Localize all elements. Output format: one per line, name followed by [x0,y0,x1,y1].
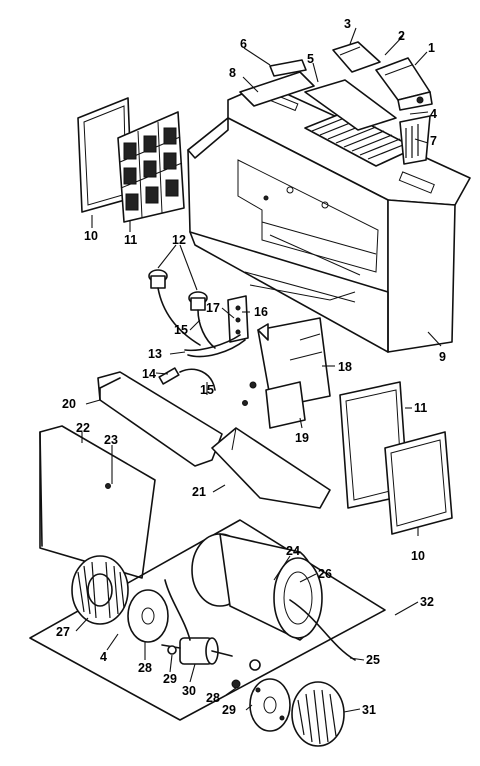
callout-20: 20 [62,397,76,411]
callout-18: 18 [338,360,352,374]
callout-16: 16 [254,305,268,319]
callout-29-left: 29 [163,672,177,686]
leader-lines [75,27,442,713]
blower-assembly-outline-32 [29,519,386,721]
callout-10-right: 10 [411,549,425,563]
callout-6: 6 [240,37,247,51]
motor-plate-part-29 [249,678,291,732]
filter-grille-part-11-left [117,111,185,223]
callout-30: 30 [182,684,196,698]
callout-29-right: 29 [222,703,236,717]
callout-4-top: 4 [430,107,437,121]
switch-plate-part-16 [227,295,249,343]
callout-25: 25 [366,653,380,667]
wiring-harness-part-13 [184,334,246,358]
callout-8: 8 [229,66,236,80]
callout-19: 19 [295,431,309,445]
blower-wheel-part-27 [71,555,129,625]
callout-24: 24 [286,544,300,558]
callout-22: 22 [76,421,90,435]
cord-part-25 [289,599,356,661]
callout-5: 5 [307,52,314,66]
washer-part-29 [167,645,177,655]
front-panel-part-22 [39,425,156,579]
filter-frame-part-10-right [384,431,453,535]
screw-parts [242,381,257,406]
motor-part-30 [161,579,233,665]
callout-21: 21 [192,485,206,499]
callout-32: 32 [420,595,434,609]
callout-9: 9 [439,350,446,364]
filter-strip-parts-5-6 [239,59,397,131]
callout-7: 7 [430,134,437,148]
callout-labels: 1 2 3 4 5 6 7 8 9 10 11 12 13 14 15 15 1… [56,17,446,717]
callout-15-upper: 15 [174,323,188,337]
lamp-part-14 [158,367,216,391]
callout-28-right: 28 [206,691,220,705]
callout-11-right: 11 [414,401,427,415]
blower-housing-part-26 [191,533,323,641]
callout-1: 1 [428,41,435,55]
housing-part-9 [187,83,471,353]
clip-part-7 [399,115,431,165]
callout-31: 31 [362,703,376,717]
callout-14: 14 [142,367,156,381]
control-bracket-part-18 [257,317,331,409]
callout-26: 26 [318,567,332,581]
callout-3: 3 [344,17,351,31]
callout-15-lower: 15 [200,383,214,397]
motor-mount-plate-part-28 [127,589,169,643]
callout-2: 2 [398,29,405,43]
cover-part-19 [265,381,306,429]
callout-27: 27 [56,625,70,639]
callout-12: 12 [172,233,186,247]
callout-13: 13 [148,347,162,361]
callout-11-left: 11 [124,233,137,247]
callout-23: 23 [104,433,118,447]
callout-10-left: 10 [84,229,98,243]
top-bracket-parts-1-2-3 [332,41,433,111]
blower-wheel-part-31 [291,681,345,747]
callout-28-left: 28 [138,661,152,675]
lamp-sockets-part-12 [148,269,216,349]
callout-4-bottom: 4 [100,650,107,664]
callout-17: 17 [206,301,220,315]
damper-part-21 [211,427,331,509]
